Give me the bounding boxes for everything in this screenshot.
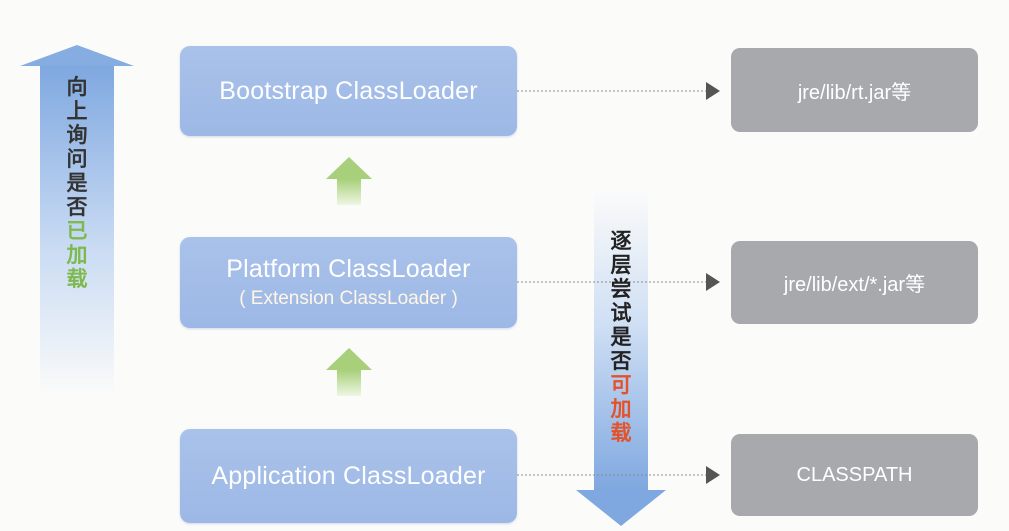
right_arrow-char: 逐 bbox=[610, 230, 632, 253]
extension-classloader-label: ( Extension ClassLoader ) bbox=[239, 288, 458, 309]
left_arrow-char: 是 bbox=[66, 172, 88, 195]
platform-classloader-box: Platform ClassLoader ( Extension ClassLo… bbox=[180, 237, 517, 328]
left_arrow-char: 加 bbox=[66, 244, 88, 267]
down-attempt-text: 逐层尝试是否可加载 bbox=[608, 230, 634, 446]
left_arrow-char: 已 bbox=[66, 220, 88, 243]
bootstrap-target-label: jre/lib/rt.jar等 bbox=[797, 81, 912, 104]
right_arrow-char: 是 bbox=[610, 326, 632, 349]
application-target-box: CLASSPATH bbox=[731, 434, 978, 516]
left_arrow-char: 载 bbox=[66, 268, 88, 291]
right_arrow-char: 载 bbox=[610, 422, 632, 445]
right_arrow-char: 试 bbox=[610, 302, 632, 325]
connector-platform bbox=[517, 273, 720, 291]
bootstrap-classloader-box: Bootstrap ClassLoader bbox=[180, 46, 517, 136]
right_arrow-char: 尝 bbox=[610, 278, 632, 301]
right_arrow-char: 否 bbox=[610, 350, 632, 373]
platform-target-box: jre/lib/ext/*.jar等 bbox=[731, 241, 978, 324]
platform-classloader-label: Platform ClassLoader bbox=[226, 255, 471, 283]
left_arrow-char: 上 bbox=[66, 100, 88, 123]
left_arrow-char: 问 bbox=[66, 148, 88, 171]
bootstrap-classloader-label: Bootstrap ClassLoader bbox=[219, 76, 478, 105]
right_arrow-char: 可 bbox=[610, 374, 632, 397]
platform-target-label: jre/lib/ext/*.jar等 bbox=[783, 274, 926, 296]
right_arrow-char: 加 bbox=[610, 398, 632, 421]
application-classloader-label: Application ClassLoader bbox=[211, 461, 486, 490]
connector-bootstrap bbox=[517, 82, 720, 100]
up-query-arrow bbox=[20, 45, 134, 396]
application-classloader-box: Application ClassLoader bbox=[180, 429, 517, 523]
connector-application bbox=[517, 466, 720, 484]
bootstrap-target-box: jre/lib/rt.jar等 bbox=[731, 48, 978, 132]
left_arrow-char: 否 bbox=[66, 196, 88, 219]
left_arrow-char: 向 bbox=[66, 76, 88, 99]
right_arrow-char: 层 bbox=[610, 254, 632, 277]
left_arrow-char: 询 bbox=[66, 124, 88, 147]
application-target-label: CLASSPATH bbox=[796, 463, 913, 486]
down-attempt-arrow bbox=[576, 190, 666, 526]
green-up-arrow-top bbox=[326, 157, 372, 205]
up-query-text: 向上询问是否已加载 bbox=[64, 76, 90, 292]
green-up-arrow-bottom bbox=[326, 348, 372, 396]
